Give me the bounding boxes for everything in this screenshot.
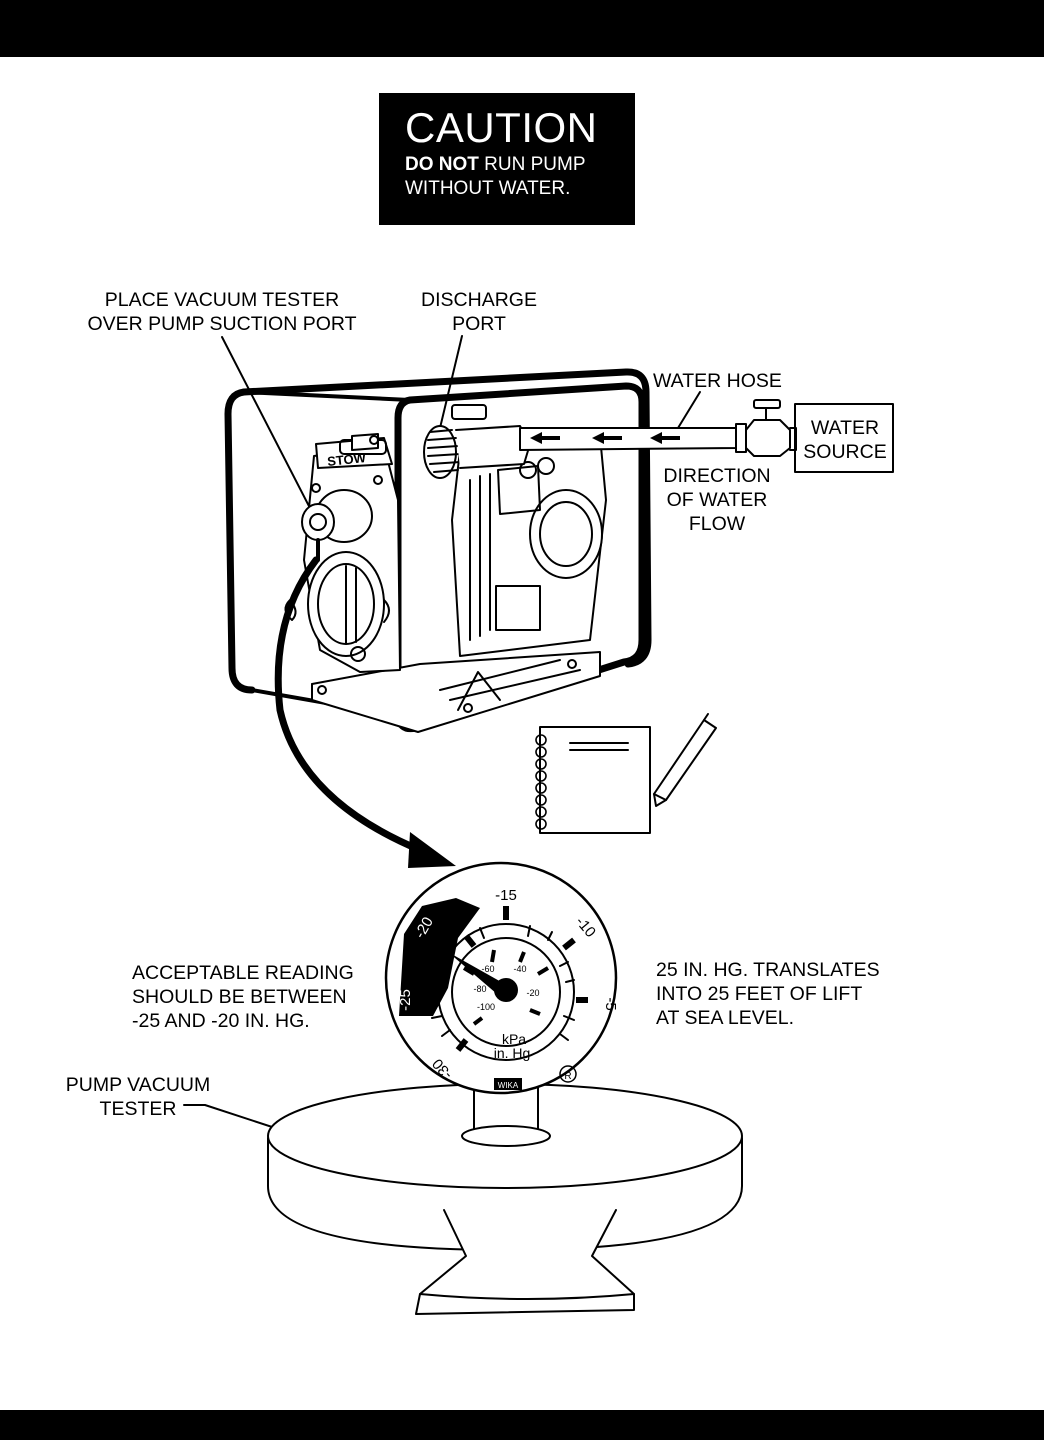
caution-line-1-rest: RUN PUMP: [478, 154, 586, 175]
gauge-unit-inhg: in. Hg: [494, 1045, 531, 1061]
bottom-black-bar: [0, 1410, 1044, 1440]
acceptable-range-band: [399, 898, 480, 1016]
caution-box: CAUTION DO NOT RUN PUMP WITHOUT WATER.: [379, 93, 635, 225]
gauge-unit-kpa: kPa: [502, 1031, 526, 1047]
notebook-icon: [535, 726, 651, 834]
caution-line-1: DO NOT RUN PUMP: [405, 153, 635, 177]
top-black-bar: [0, 0, 1044, 57]
caution-line-2: WITHOUT WATER.: [405, 178, 571, 199]
gauge-minor-ticks: [431, 925, 575, 1041]
gauge-registered-text: R: [564, 1071, 571, 1082]
pump-engine: [451, 404, 607, 657]
gauge-hub: [494, 978, 518, 1002]
label-translates-lift: 25 IN. HG. TRANSLATES INTO 25 FEET OF LI…: [656, 959, 880, 1029]
gauge-pedestal: [267, 1083, 743, 1315]
pump-base: [311, 651, 601, 733]
tester-hose: [274, 556, 424, 854]
gauge-kpa-minus-20: -20: [526, 988, 539, 998]
gauge-major-ticks: [424, 906, 588, 1052]
gauge-kpa-minus-80: -80: [473, 984, 486, 994]
water-source-box: [794, 403, 894, 473]
pencil-icon: [653, 713, 717, 807]
wika-badge: [494, 1078, 522, 1090]
label-direction-of-flow: DIRECTION OF WATER FLOW: [663, 465, 771, 535]
pump-housing: [284, 433, 401, 673]
water-flow-arrows: [530, 432, 680, 444]
gauge-kpa-minus-60: -60: [481, 964, 494, 974]
caution-title: CAUTION: [405, 104, 598, 151]
label-discharge-port: DISCHARGE PORT: [421, 289, 537, 335]
gauge-brand: WIKA: [498, 1081, 519, 1090]
gauge-kpa-minus-100: -100: [477, 1002, 495, 1012]
water-valve: [735, 399, 797, 457]
caution-emphasis: DO NOT: [405, 154, 479, 175]
label-acceptable-reading: ACCEPTABLE READING SHOULD BE BETWEEN -25…: [132, 962, 354, 1032]
leader-water-hose: [677, 391, 701, 429]
pump-logo: STOW: [326, 450, 367, 469]
leader-vacuum-tester: [221, 336, 313, 513]
vacuum-gauge: [384, 861, 618, 1095]
gauge-kpa-minus-40: -40: [513, 964, 526, 974]
gauge-label-minus-5: -5: [602, 997, 619, 1010]
label-pump-vacuum-tester: PUMP VACUUM TESTER: [65, 1074, 211, 1120]
gauge-label-minus-25: -25: [397, 989, 414, 1011]
gauge-label-minus-15: -15: [495, 887, 517, 904]
label-water-source: WATER SOURCE: [803, 417, 887, 463]
label-place-vacuum-tester: PLACE VACUUM TESTER OVER PUMP SUCTION PO…: [87, 289, 357, 335]
hose-arrow-head: [408, 832, 456, 868]
registered-mark: [559, 1065, 577, 1083]
suction-tester-fitting: [301, 489, 373, 562]
gauge-inner-ticks: [462, 949, 550, 1026]
label-water-hose: WATER HOSE: [653, 370, 782, 392]
